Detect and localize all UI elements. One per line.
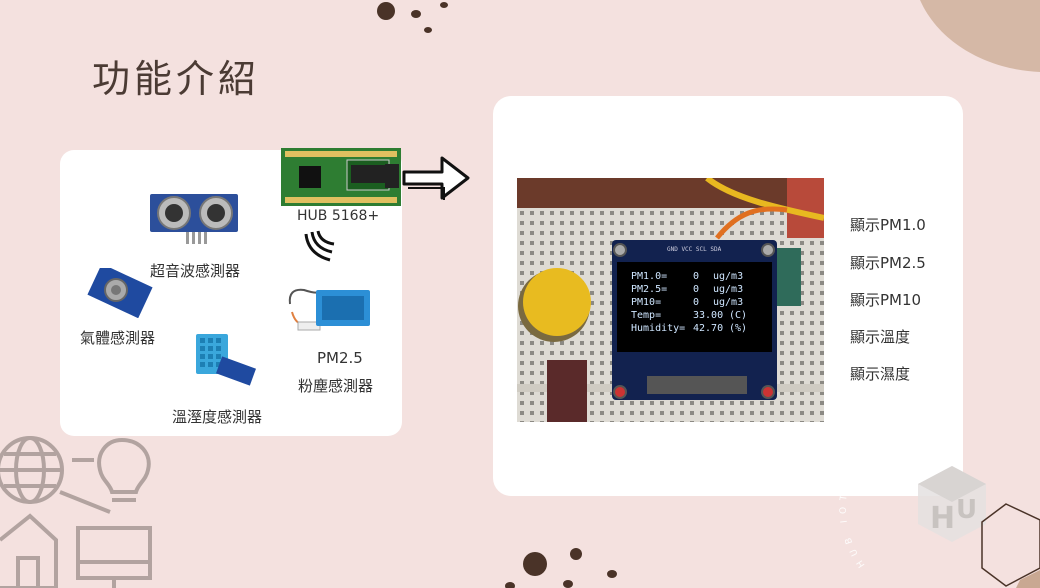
breadboard-illustration <box>517 178 824 422</box>
gas-sensor-image <box>87 268 153 318</box>
decorative-blob-top-right <box>920 0 1040 72</box>
slide-title: 功能介紹 <box>92 57 261 101</box>
decorative-hexagon <box>981 503 1040 588</box>
svg-text:H: H <box>930 501 955 536</box>
feature-temperature: 顯示溫度 <box>850 328 911 346</box>
svg-text:U: U <box>956 495 977 525</box>
decorative-tech-icons <box>0 436 152 588</box>
feature-pm1: 顯示PM1.0 <box>850 216 926 234</box>
decorative-dots-bottom <box>505 548 617 588</box>
arrow-right-icon <box>402 156 470 200</box>
feature-pm25: 顯示PM2.5 <box>850 254 926 272</box>
feature-humidity: 顯示濕度 <box>850 365 911 383</box>
svg-text:HUB IOT SERVICE: HUB IOT SERVICE <box>839 416 902 570</box>
ultrasonic-label: 超音波感測器 <box>150 262 241 280</box>
watermark-text: HUB IOT SERVICE <box>839 416 896 570</box>
pm25-label-line1: PM2.5 <box>317 349 363 367</box>
hu-cube-logo: H U <box>918 466 986 542</box>
feature-pm10: 顯示PM10 <box>850 291 922 309</box>
pm25-label-line2: 粉塵感測器 <box>298 377 374 395</box>
hub-board-image <box>281 148 401 206</box>
temp-humidity-label: 溫溼度感測器 <box>172 408 263 426</box>
hub-label: HUB 5168+ <box>297 208 380 224</box>
temp-humidity-sensor-image <box>196 334 256 386</box>
gas-label: 氣體感測器 <box>80 329 156 347</box>
oled-pin-header: GND VCC SCL SDA <box>667 246 722 253</box>
wireless-signal-icon <box>304 230 335 262</box>
oled-line: Temp=33.00(C) <box>631 310 748 321</box>
pm25-sensor-image <box>288 288 370 331</box>
decorative-dots-top <box>377 2 448 33</box>
ultrasonic-sensor-image <box>150 194 238 244</box>
watermark-circle-text: HUB IOT SERVICE <box>839 416 902 570</box>
oled-line: Humidity=42.70(%) <box>631 323 748 334</box>
